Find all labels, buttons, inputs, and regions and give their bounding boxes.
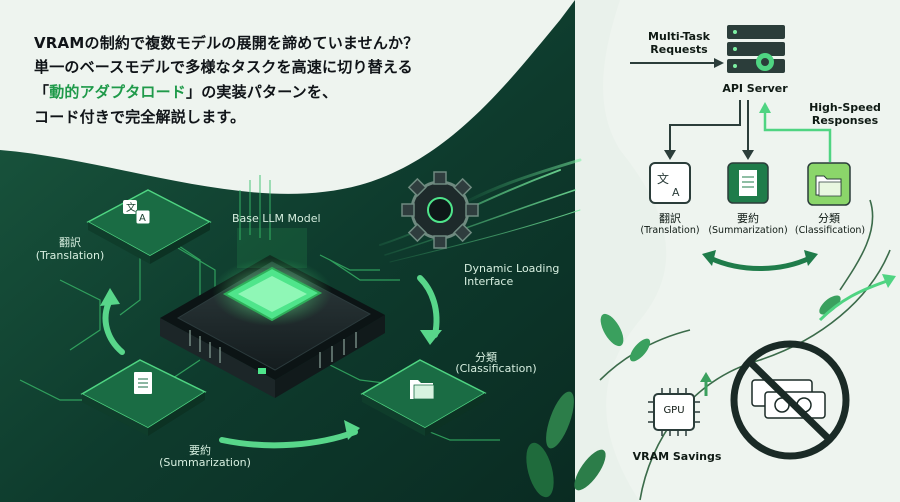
base-llm-chip [160, 255, 385, 398]
response-arrow [763, 110, 832, 162]
right-translation-label-ja: 翻訳 [659, 212, 681, 225]
classification-label-en: (Classification) [455, 362, 537, 375]
gear-icon [401, 171, 479, 249]
translation-tile: 文 A [86, 189, 212, 264]
right-translation-icon: 文 A [649, 162, 691, 204]
summarization-tile [80, 359, 207, 436]
responses-label-1: High-Speed [809, 101, 881, 114]
right-summarization-label-en: (Summarization) [708, 225, 788, 236]
arrow-head [702, 250, 716, 266]
headline-line-2: 単一のベースモデルで多様なタスクを高速に切り替える [34, 58, 413, 76]
no-gpus-icon [730, 340, 850, 460]
gpu-chip-icon [648, 388, 700, 436]
right-classification-label-ja: 分類 [818, 212, 840, 225]
summarization-label-en: (Summarization) [159, 456, 251, 469]
arrow-head [804, 250, 818, 266]
leaf-decoration [526, 295, 841, 498]
headline-line-3: 「動的アダプタロード」の実装パターンを、 [34, 81, 337, 102]
svg-text:文: 文 [126, 201, 136, 214]
requests-label-2: Requests [650, 43, 708, 56]
requests-label-1: Multi-Task [648, 30, 710, 43]
right-classification-icon [807, 162, 851, 206]
arrow-head [882, 274, 896, 288]
dynamic-loading-label-2: Interface [464, 275, 514, 288]
base-model-label: Base LLM Model [232, 212, 321, 225]
translate-icon [123, 200, 137, 214]
right-panel-curve [575, 0, 667, 502]
arrow-head [714, 58, 724, 68]
dynamic-loading-label-1: Dynamic Loading [464, 262, 560, 275]
branch-arrow-translation [669, 100, 741, 152]
growth-arrow [818, 278, 891, 322]
vram-savings-label: VRAM Savings [632, 450, 722, 463]
arrow-head [420, 330, 442, 345]
responses-label-2: Responses [811, 114, 879, 127]
summarization-label-ja: 要約 [189, 444, 211, 457]
arrow-head [742, 150, 754, 160]
right-classification-label-en: (Classification) [794, 225, 866, 236]
arrow-head [759, 102, 771, 113]
svg-text:A: A [672, 186, 680, 199]
gpu-label: GPU [663, 405, 685, 416]
chip-highlight-beam [237, 228, 307, 268]
classification-label-ja: 分類 [475, 351, 497, 364]
arrow-head [100, 288, 120, 306]
translation-label-en: (Translation) [35, 249, 105, 262]
classification-tile [360, 359, 487, 436]
swap-arrow [707, 255, 813, 271]
headline-highlight: 動的アダプタロード [49, 83, 187, 101]
svg-text:文: 文 [657, 171, 669, 186]
headline-bracket-open: 「 [34, 83, 50, 101]
headline-bracket-close: 」の実装パターンを、 [186, 83, 338, 101]
api-server-icon [727, 25, 785, 73]
arrow-head [700, 372, 712, 382]
arrow-head [664, 150, 676, 160]
svg-text:A: A [139, 213, 146, 224]
right-summarization-label-ja: 要約 [737, 212, 759, 225]
translation-label-ja: 翻訳 [59, 236, 81, 249]
right-translation-label-en: (Translation) [640, 225, 700, 236]
right-summarization-icon [727, 162, 769, 204]
headline-line-1: VRAMの制約で複数モデルの展開を諦めていませんか？ [34, 34, 419, 52]
api-server-label: API Server [722, 82, 788, 95]
arrow-head [344, 420, 360, 440]
headline-line-4: コード付きで完全解説します。 [34, 108, 246, 126]
